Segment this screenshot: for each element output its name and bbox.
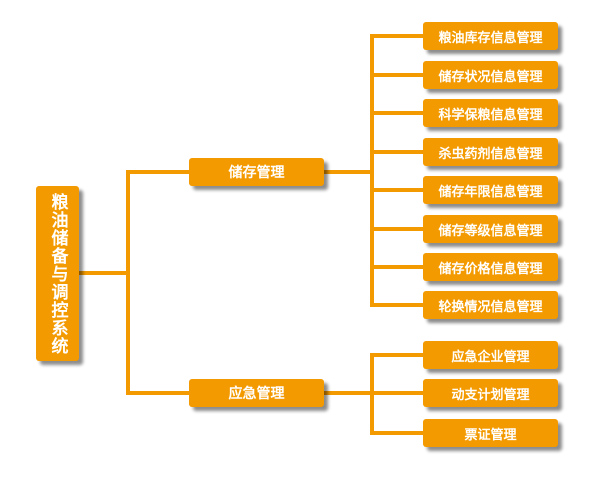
leaf-allocation-plan: 动支计划管理 <box>423 379 558 407</box>
leaf-storage-condition: 储存状况信息管理 <box>423 61 558 89</box>
leaf-emergency-enterprise: 应急企业管理 <box>423 341 558 369</box>
leaf-rotation-status: 轮换情况信息管理 <box>423 291 558 319</box>
leaf-voucher: 票证管理 <box>423 419 558 447</box>
branch-storage-management: 储存管理 <box>189 158 324 186</box>
leaf-storage-grade: 储存等级信息管理 <box>423 215 558 243</box>
branch-emergency-management: 应急管理 <box>189 379 324 407</box>
leaf-insecticide: 杀虫药剂信息管理 <box>423 138 558 166</box>
root-node: 粮油储备与调控系统 <box>36 186 79 361</box>
leaf-grain-oil-inventory: 粮油库存信息管理 <box>423 22 558 50</box>
leaf-storage-price: 储存价格信息管理 <box>423 253 558 281</box>
leaf-scientific-grain-protection: 科学保粮信息管理 <box>423 99 558 127</box>
leaf-storage-years: 储存年限信息管理 <box>423 176 558 204</box>
